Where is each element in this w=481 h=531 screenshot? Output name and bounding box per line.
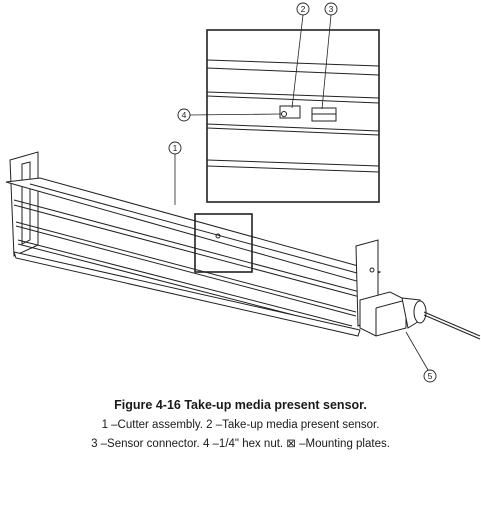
caption-line-2: 3 –Sensor connector. 4 –1/4" hex nut. ⊠ … [91, 438, 390, 450]
callout-1-label: 1 [173, 143, 178, 153]
callout-3-label: 3 [329, 4, 334, 14]
callout-2-label: 2 [301, 4, 306, 14]
hex-nut-detail [281, 111, 287, 117]
callout-3: 3 [324, 2, 338, 16]
callout-5: 5 [423, 369, 437, 383]
zoom-box [194, 213, 253, 273]
detail-inset [206, 29, 380, 203]
callout-2: 2 [296, 2, 310, 16]
cutter-assembly [5, 151, 481, 340]
figure-title: Figure 4-16 Take-up media present sensor… [114, 398, 367, 412]
callout-4: 4 [177, 108, 191, 122]
callout-1: 1 [168, 141, 182, 155]
caption-line-1: 1 –Cutter assembly. 2 –Take-up media pre… [101, 419, 380, 431]
leader-lines [174, 14, 429, 371]
callout-4-label: 4 [182, 110, 187, 120]
callout-5-label: 5 [428, 371, 433, 381]
